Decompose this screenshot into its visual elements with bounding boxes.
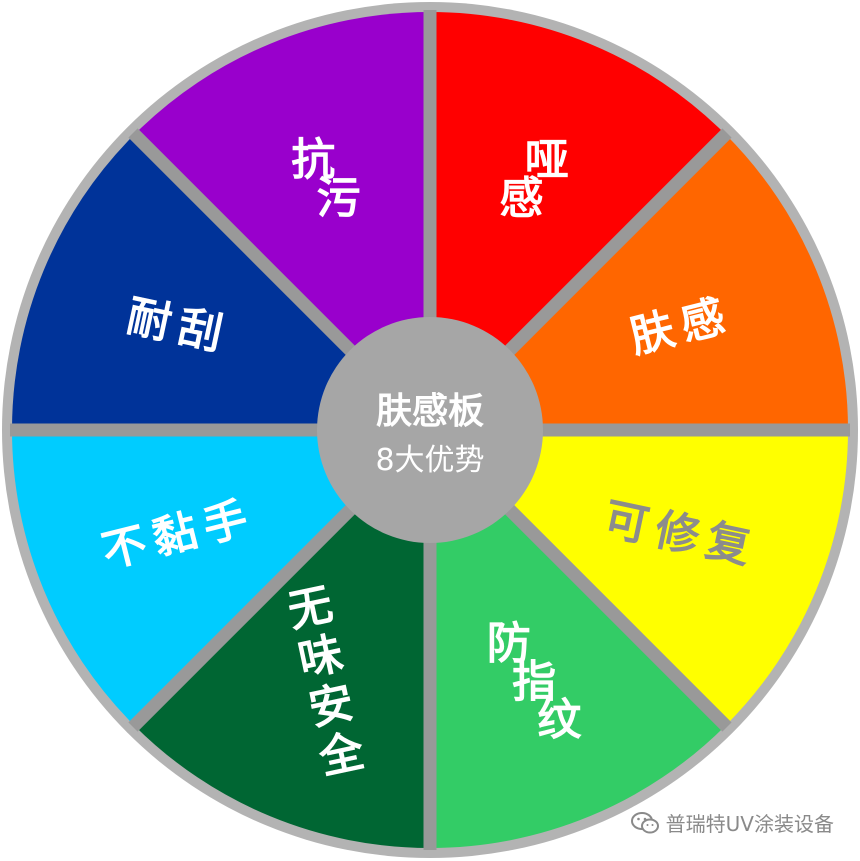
wheel-segments (12, 12, 848, 848)
center-hub (317, 317, 543, 543)
segment-7 (12, 134, 430, 430)
segment-4 (430, 430, 726, 848)
segment-label-8: 抗污 (291, 135, 360, 224)
segment-3 (430, 430, 848, 726)
watermark-text: 普瑞特UV涂装设备 (665, 812, 834, 836)
segment-8 (134, 12, 430, 430)
watermark: 普瑞特UV涂装设备 (630, 808, 834, 837)
segment-label-1: 哑感 (499, 135, 568, 224)
segment-label-5: 无味安全 (283, 579, 370, 785)
center-subtitle: 8大优势 (375, 443, 484, 478)
center-title: 肤感板 (376, 391, 484, 432)
segment-2 (430, 134, 848, 430)
segment-1 (430, 12, 726, 430)
wechat-icon (630, 811, 660, 835)
segment-6 (12, 430, 430, 726)
segment-label-4: 防指纹 (487, 618, 583, 745)
segment-5 (134, 430, 430, 848)
